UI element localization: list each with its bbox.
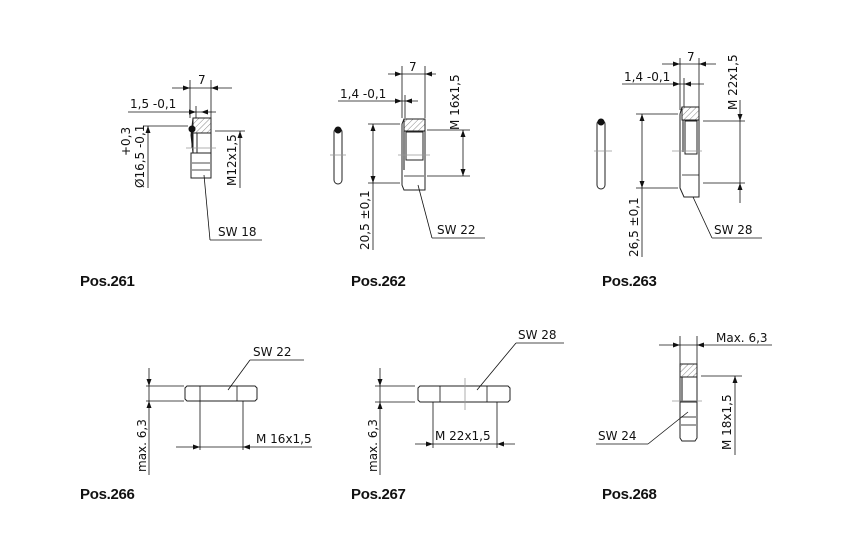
drawing-pos-262: 7 1,4 -0,1 20,5 ±0,1 M 16x1,5 S	[330, 60, 485, 250]
dim-width: 7	[198, 73, 206, 87]
drawing-pos-266: max. 6,3 M 16x1,5 SW 22	[135, 345, 312, 475]
dim-height: max. 6,3	[366, 419, 380, 472]
dim-thread: M12x1,5	[225, 134, 239, 186]
pos-label-263: Pos.263	[602, 273, 657, 290]
dim-chamfer: 1,4 -0,1	[340, 87, 386, 101]
dim-width: Max. 6,3	[716, 331, 768, 345]
dim-sw: SW 22	[437, 223, 476, 237]
dim-sw: SW 18	[218, 225, 257, 239]
drawing-pos-261: 7 1,5 -0,1 +0,3 Ø16,5 -0,1 M12x1,5 SW 18	[119, 73, 262, 241]
dim-thread: M 16x1,5	[256, 432, 312, 446]
pos-label-268: Pos.268	[602, 486, 657, 503]
drawing-pos-263: 7 1,4 -0,1 26,5 ±0,1 M 22x1,5 S	[594, 50, 762, 257]
dim-width: 7	[409, 60, 417, 74]
dim-diameter: 26,5 ±0,1	[627, 197, 641, 257]
dim-sw: SW 24	[598, 429, 637, 443]
pos-label-261: Pos.261	[80, 273, 135, 290]
dim-height: max. 6,3	[135, 419, 149, 472]
dim-chamfer: 1,5 -0,1	[130, 97, 176, 111]
dim-diameter: 20,5 ±0,1	[358, 190, 372, 250]
drawing-pos-268: Max. 6,3 M 18x1,5 SW 24	[596, 331, 772, 455]
dim-thread: M 18x1,5	[720, 394, 734, 450]
drawing-pos-267: max. 6,3 M 22x1,5 SW 28	[366, 328, 564, 475]
dim-thread: M 22x1,5	[726, 54, 740, 110]
dim-sw: SW 28	[714, 223, 753, 237]
dim-tolerance: +0,3	[119, 127, 133, 156]
pos-label-262: Pos.262	[351, 273, 406, 290]
dim-chamfer: 1,4 -0,1	[624, 70, 670, 84]
dim-width: 7	[687, 50, 695, 64]
dim-diameter: Ø16,5 -0,1	[133, 125, 147, 188]
pos-label-266: Pos.266	[80, 486, 135, 503]
dim-sw: SW 22	[253, 345, 292, 359]
pos-label-267: Pos.267	[351, 486, 406, 503]
dim-thread: M 22x1,5	[435, 429, 491, 443]
dim-thread: M 16x1,5	[448, 74, 462, 130]
dim-sw: SW 28	[518, 328, 557, 342]
